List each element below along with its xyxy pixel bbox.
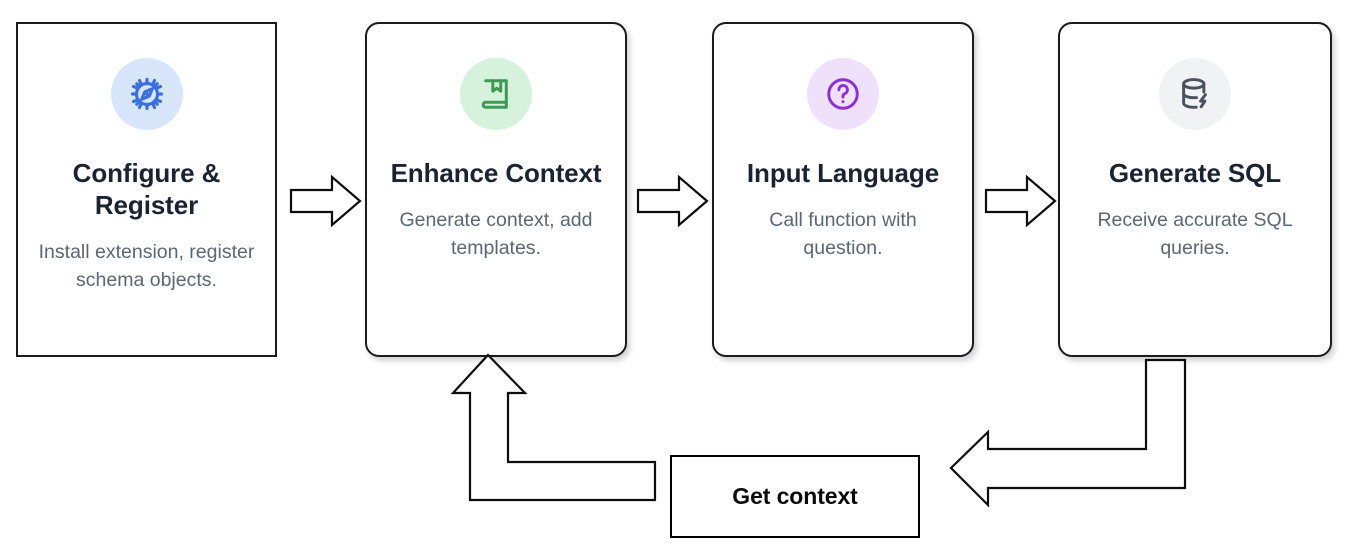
step-card-generate-sql[interactable]: Generate SQL Receive accurate SQL querie… bbox=[1058, 22, 1332, 357]
question-circle-icon bbox=[807, 58, 879, 130]
elbow-arrow-left-icon bbox=[949, 358, 1187, 508]
arrow-right-icon bbox=[636, 174, 709, 228]
step-card-description: Generate context, add templates. bbox=[399, 208, 593, 259]
step-card-configure-register[interactable]: Configure & Register Install extension, … bbox=[16, 22, 277, 357]
database-bolt-icon bbox=[1159, 58, 1231, 130]
arrow-right-icon bbox=[289, 174, 362, 228]
gear-compass-icon bbox=[110, 58, 183, 130]
step-card-description: Install extension, register schema objec… bbox=[38, 240, 255, 291]
step-card-title: Configure & Register bbox=[72, 158, 221, 220]
arrow-right-icon bbox=[984, 174, 1057, 228]
get-context-node[interactable]: Get context bbox=[670, 455, 920, 538]
step-card-title: Input Language bbox=[746, 158, 940, 188]
step-card-input-language[interactable]: Input Language Call function with questi… bbox=[712, 22, 974, 357]
step-card-enhance-context[interactable]: Enhance Context Generate context, add te… bbox=[365, 22, 627, 357]
step-card-description: Call function with question. bbox=[769, 208, 917, 259]
step-card-title: Generate SQL bbox=[1108, 158, 1282, 188]
book-bookmark-icon bbox=[460, 58, 532, 130]
get-context-label: Get context bbox=[732, 483, 858, 509]
step-card-description: Receive accurate SQL queries. bbox=[1097, 208, 1293, 259]
elbow-arrow-up-icon bbox=[450, 353, 657, 502]
step-card-title: Enhance Context bbox=[390, 158, 602, 188]
